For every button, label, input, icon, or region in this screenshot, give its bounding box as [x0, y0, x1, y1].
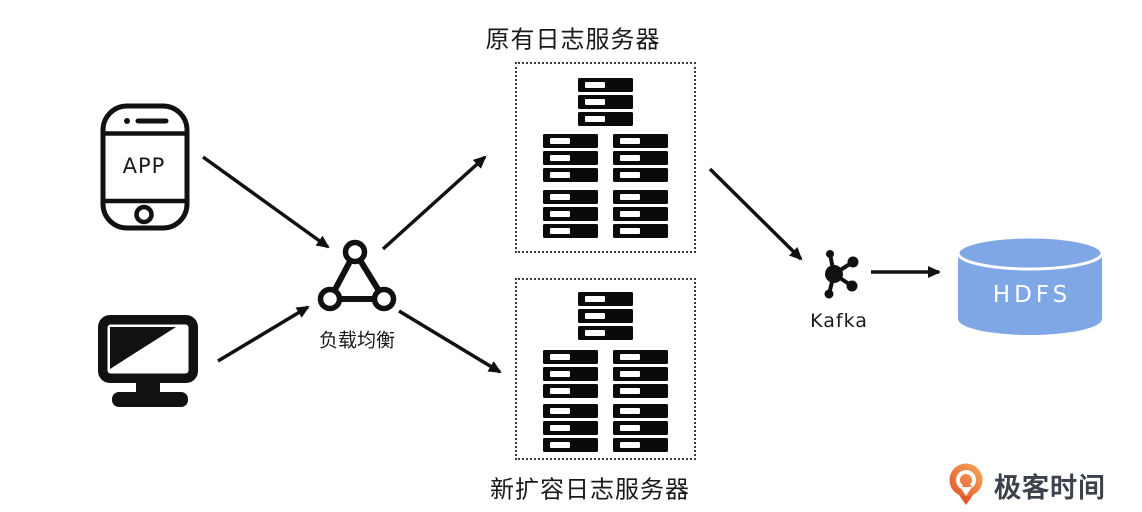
server-icon: [613, 404, 668, 452]
server-bar: [543, 151, 598, 165]
new-cluster-box: [515, 278, 696, 460]
arrow-original-cluster-to-kafka: [708, 167, 803, 261]
arrow-pc-to-lb: [217, 305, 310, 363]
arrow-lb-to-original-cluster: [381, 155, 487, 251]
phone-icon: [100, 103, 190, 231]
server-bar: [613, 134, 668, 148]
server-bar: [613, 224, 668, 238]
server-bar: [543, 134, 598, 148]
hdfs-cylinder-icon: [956, 235, 1104, 335]
server-icon: [613, 134, 668, 182]
server-bar: [613, 404, 668, 418]
arrow-app-to-lb: [201, 155, 330, 249]
app-label: APP: [122, 154, 166, 178]
server-bar: [613, 367, 668, 381]
server-bar: [543, 350, 598, 364]
server-bar: [613, 438, 668, 452]
server-bar: [613, 168, 668, 182]
original-cluster-box: [515, 62, 696, 253]
server-icon: [613, 190, 668, 238]
flow-arrows: [201, 155, 941, 374]
server-bar: [613, 207, 668, 221]
server-bar: [578, 112, 633, 126]
load-balancer-label: 负载均衡: [318, 329, 396, 352]
server-bar: [543, 168, 598, 182]
server-bar: [613, 350, 668, 364]
server-bar: [543, 190, 598, 204]
server-icon: [543, 190, 598, 238]
geektime-logo-text: 极客时间: [994, 473, 1106, 504]
server-bar: [613, 151, 668, 165]
original-cluster-label: 原有日志服务器: [485, 25, 661, 54]
server-bar: [578, 292, 633, 306]
server-bar: [613, 421, 668, 435]
server-bar: [578, 95, 633, 109]
server-bar: [543, 438, 598, 452]
server-bar: [613, 190, 668, 204]
server-icon: [613, 350, 668, 398]
monitor-icon: [98, 315, 198, 407]
server-bar: [543, 367, 598, 381]
server-icon: [543, 134, 598, 182]
new-cluster-label: 新扩容日志服务器: [490, 475, 690, 504]
server-bar: [543, 384, 598, 398]
hdfs-label: HDFS: [992, 282, 1072, 308]
geektime-logo-icon: [949, 463, 983, 505]
server-icon: [543, 350, 598, 398]
kafka-label: Kafka: [810, 310, 868, 332]
server-bar: [543, 224, 598, 238]
server-bar: [613, 384, 668, 398]
server-bar: [543, 421, 598, 435]
server-bar: [543, 404, 598, 418]
server-bar: [578, 326, 633, 340]
server-icon: [578, 78, 633, 126]
server-bar: [543, 207, 598, 221]
load-balancer-icon: [317, 239, 397, 312]
server-icon: [578, 292, 633, 340]
server-bar: [578, 309, 633, 323]
server-icon: [543, 404, 598, 452]
kafka-icon: [824, 250, 859, 299]
server-bar: [578, 78, 633, 92]
arrow-lb-to-new-cluster: [398, 309, 502, 374]
